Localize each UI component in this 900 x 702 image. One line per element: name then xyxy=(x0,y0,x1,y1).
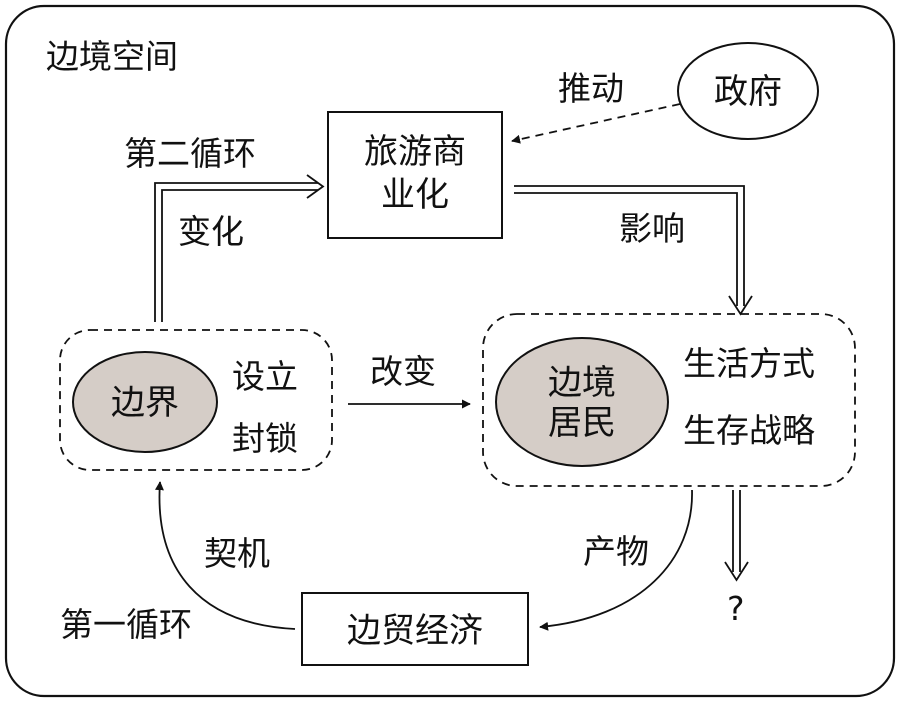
residents-attr-strategy: 生存战略 xyxy=(683,411,815,450)
transform-label: 变化 xyxy=(178,212,244,251)
border-trade-box xyxy=(301,592,529,666)
push-arrow xyxy=(511,103,681,144)
border-label: 边界 xyxy=(111,383,179,423)
question-label: ? xyxy=(727,589,745,628)
influence-label: 影响 xyxy=(619,209,685,248)
opportunity-label: 契机 xyxy=(204,534,270,573)
outer-frame xyxy=(4,4,896,698)
tourism-label-line1: 旅游商 xyxy=(364,132,466,172)
border-trade-label: 边贸经济 xyxy=(347,611,483,651)
government-ellipse xyxy=(677,42,819,140)
residents-ellipse xyxy=(495,337,669,467)
transform-double-arrow xyxy=(154,174,325,322)
tourism-label-line2: 业化 xyxy=(381,175,449,215)
tourism-box xyxy=(327,111,503,239)
border-group xyxy=(59,329,333,471)
opportunity-arrow xyxy=(154,481,296,630)
residents-label-line1: 边境 xyxy=(548,363,616,403)
push-label: 推动 xyxy=(558,69,624,108)
first-loop-label: 第一循环 xyxy=(60,605,192,644)
residents-label-line2: 居民 xyxy=(548,403,616,443)
border-attr-blockade: 封锁 xyxy=(232,419,298,458)
government-label: 政府 xyxy=(714,72,782,112)
border-ellipse xyxy=(72,351,218,453)
product-arrow xyxy=(539,489,693,631)
second-loop-label: 第二循环 xyxy=(124,134,256,173)
change-label: 改变 xyxy=(370,352,436,391)
influence-double-arrow xyxy=(514,185,753,316)
residents-group xyxy=(482,313,856,487)
frame-title: 边境空间 xyxy=(46,37,178,76)
residents-attr-lifestyle: 生活方式 xyxy=(683,344,815,383)
product-label: 产物 xyxy=(583,532,649,571)
question-double-arrow xyxy=(724,490,749,582)
border-attr-establish: 设立 xyxy=(232,357,298,396)
